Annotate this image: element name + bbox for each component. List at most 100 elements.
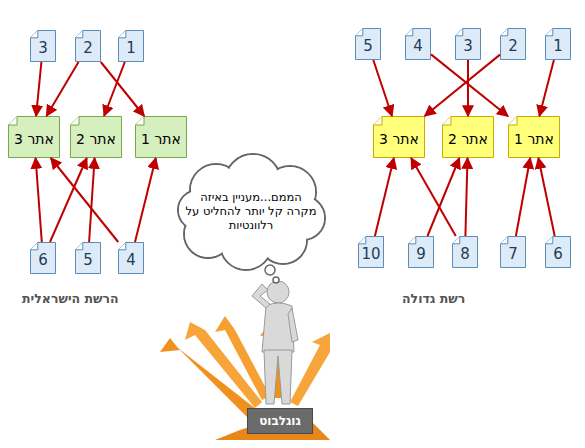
- connector-arrow: [101, 62, 144, 116]
- document-icon: 5: [355, 28, 381, 60]
- person-arm: [252, 284, 270, 308]
- connector-arrow: [431, 54, 508, 116]
- document-number: 4: [413, 34, 423, 55]
- document-shape-fold: [453, 237, 460, 244]
- document-shape-fold: [456, 29, 463, 36]
- document-shape-outline: [31, 243, 56, 274]
- document-number: 1: [553, 34, 563, 55]
- document-shape-outline: [119, 31, 144, 62]
- document-shape-outline: [356, 29, 381, 60]
- document-number: 3: [38, 36, 48, 57]
- name-tag: גוגלבוט: [247, 408, 313, 434]
- site-shape-fold: [443, 117, 452, 126]
- thought-bubble: הממם...מעניין באיזה מקרה קל יותר להחליט …: [178, 160, 324, 264]
- document-shape-outline: [359, 237, 384, 268]
- document-number: 5: [83, 248, 93, 269]
- document-number: 10: [361, 242, 380, 263]
- document-shape-outline: [546, 237, 571, 268]
- document-number: 6: [38, 248, 48, 269]
- connector-arrow: [47, 62, 79, 116]
- connector-arrow: [373, 60, 392, 116]
- connector-arrow: [104, 62, 125, 116]
- site-box: אתר 3: [8, 116, 60, 158]
- connector-arrow: [50, 158, 87, 242]
- cloud-puffs: [178, 154, 325, 283]
- document-shape-outline: [456, 29, 481, 60]
- site-shape-fold: [136, 117, 145, 126]
- site-shape-fold: [71, 117, 80, 126]
- site-box: אתר 1: [135, 116, 187, 158]
- document-number: 2: [508, 34, 518, 55]
- document-icon: 6: [30, 242, 56, 274]
- document-shape-outline: [501, 29, 526, 60]
- site-name: אתר 3: [379, 127, 419, 148]
- cloud-tail: [273, 277, 279, 283]
- document-shape-fold: [356, 29, 363, 36]
- site-box: אתר 2: [442, 116, 494, 158]
- site-box: אתר 2: [70, 116, 122, 158]
- site-name: אתר 1: [141, 127, 181, 148]
- document-number: 3: [463, 34, 473, 55]
- document-number: 9: [416, 242, 426, 263]
- person-arm: [288, 308, 298, 342]
- document-shape-fold: [119, 31, 126, 38]
- document-shape-fold: [76, 243, 83, 250]
- thought-text: הממם...מעניין באיזה מקרה קל יותר להחליט …: [178, 191, 324, 232]
- tag-text: גוגלבוט: [259, 414, 301, 428]
- site-shape-outline: [443, 117, 494, 158]
- network-title: רשת גדולה: [402, 291, 465, 306]
- site-box: אתר 1: [508, 116, 560, 158]
- site-name: אתר 3: [14, 127, 54, 148]
- document-icon: 3: [455, 28, 481, 60]
- site-shape-fold: [374, 117, 383, 126]
- person-body: [262, 303, 294, 352]
- document-shape-fold: [119, 243, 126, 250]
- connector-arrow: [36, 158, 42, 242]
- document-shape-fold: [409, 237, 416, 244]
- site-shape-outline: [71, 117, 122, 158]
- person-figure: [252, 281, 298, 404]
- site-name: אתר 2: [448, 127, 488, 148]
- document-icon: 8: [452, 236, 478, 268]
- site-box: אתר 3: [373, 116, 425, 158]
- document-icon: 2: [500, 28, 526, 60]
- document-number: 6: [553, 242, 563, 263]
- document-shape-outline: [76, 31, 101, 62]
- document-shape-outline: [501, 237, 526, 268]
- document-number: 5: [363, 34, 373, 55]
- document-shape-outline: [453, 237, 478, 268]
- document-icon: 10: [358, 236, 384, 268]
- document-icon: 6: [545, 236, 571, 268]
- site-shape-outline: [136, 117, 187, 158]
- site-name: אתר 1: [514, 127, 554, 148]
- document-shape-outline: [31, 31, 56, 62]
- document-number: 8: [460, 242, 470, 263]
- document-icon: 7: [500, 236, 526, 268]
- connector-arrow: [36, 62, 41, 116]
- document-icon: 1: [118, 30, 144, 62]
- person-legs: [264, 350, 292, 404]
- connector-arrow: [411, 158, 456, 236]
- connector-arrow: [425, 55, 500, 116]
- path-arrow: [290, 333, 330, 406]
- document-icon: 3: [30, 30, 56, 62]
- connector-arrow: [428, 158, 460, 236]
- document-shape-fold: [501, 237, 508, 244]
- connector-arrow: [89, 158, 95, 242]
- document-icon: 2: [75, 30, 101, 62]
- document-number: 1: [126, 36, 136, 57]
- site-shape-fold: [9, 117, 18, 126]
- document-icon: 4: [118, 242, 144, 274]
- document-shape-fold: [546, 237, 553, 244]
- document-shape-fold: [31, 243, 38, 250]
- document-shape-fold: [76, 31, 83, 38]
- document-shape-fold: [501, 29, 508, 36]
- path-arrow: [215, 316, 270, 400]
- document-shape-fold: [359, 237, 366, 244]
- document-number: 2: [83, 36, 93, 57]
- document-icon: 5: [75, 242, 101, 274]
- document-shape-fold: [406, 29, 413, 36]
- network-title: הרשת הישראלית: [22, 291, 119, 306]
- document-icon: 4: [405, 28, 431, 60]
